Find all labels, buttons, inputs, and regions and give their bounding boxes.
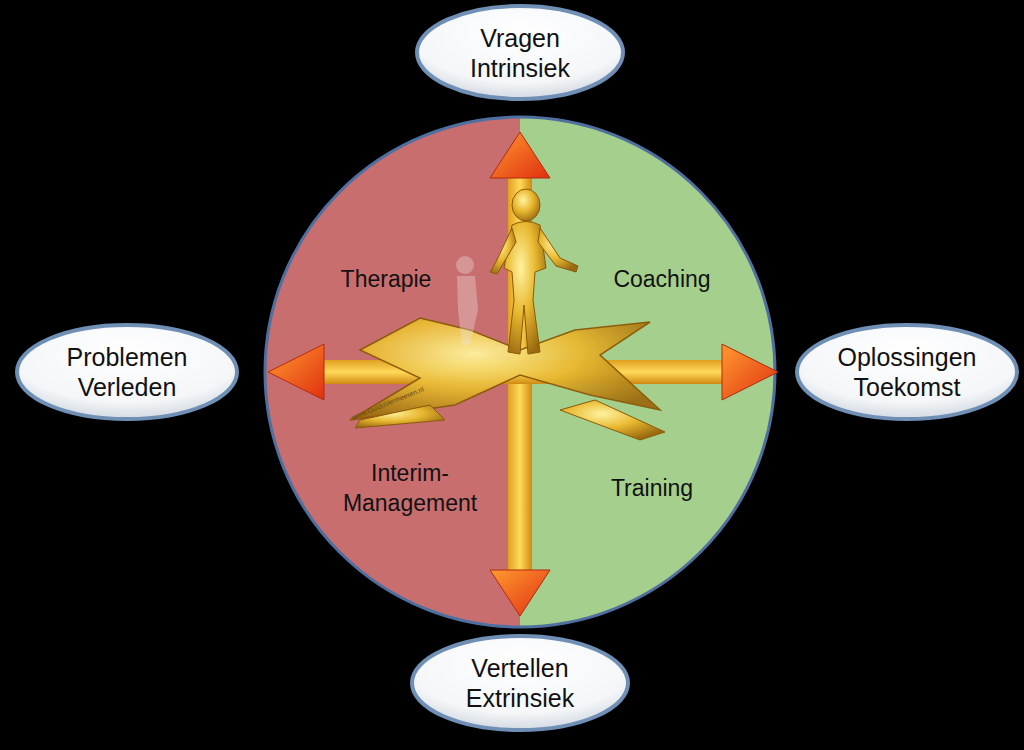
quadrant-label: Therapie <box>311 265 461 295</box>
node-label: Vragen Intrinsiek <box>470 23 570 83</box>
quadrant-label: Coaching <box>582 265 742 295</box>
node-label: Vertellen Extrinsiek <box>466 653 574 713</box>
quadrant-label: Training <box>572 474 732 504</box>
ellipse-node: Problemen Verleden <box>14 322 240 422</box>
node-label: Oplossingen Toekomst <box>838 342 977 402</box>
ellipse-outline <box>14 322 240 422</box>
node-label: Problemen Verleden <box>67 342 188 402</box>
ellipse-outline <box>414 3 626 102</box>
ellipse-outline <box>409 633 631 733</box>
ellipse-node: Vertellen Extrinsiek <box>409 633 631 733</box>
ellipse-outline <box>794 322 1020 422</box>
ellipse-node: Vragen Intrinsiek <box>414 3 626 102</box>
quadrant-label: Interim-Management <box>335 459 485 519</box>
ellipse-node: Oplossingen Toekomst <box>794 322 1020 422</box>
